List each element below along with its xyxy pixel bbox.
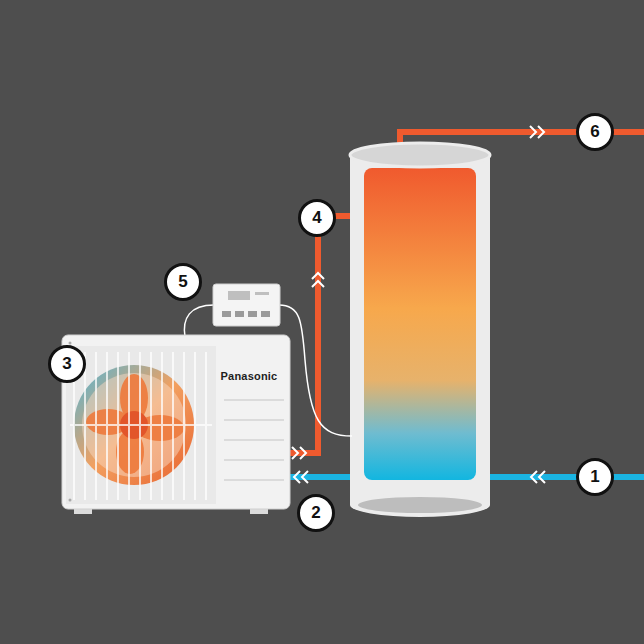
- brand-logo: Panasonic: [221, 370, 278, 382]
- callout-number: 2: [297, 494, 335, 532]
- louver: [224, 399, 284, 401]
- hot-water-tank: [350, 143, 490, 517]
- callout-number: 1: [576, 458, 614, 496]
- callout-number: 3: [48, 345, 86, 383]
- flow-chevron: [292, 126, 545, 483]
- louver: [224, 479, 284, 481]
- louver: [224, 419, 284, 421]
- outdoor-unit: [62, 335, 290, 514]
- callout-number: 6: [576, 113, 614, 151]
- louver: [224, 459, 284, 461]
- callout-number: 4: [298, 199, 336, 237]
- callout-number: 5: [164, 263, 202, 301]
- grille-bar: [70, 424, 212, 426]
- controller: [213, 284, 280, 326]
- louver: [224, 439, 284, 441]
